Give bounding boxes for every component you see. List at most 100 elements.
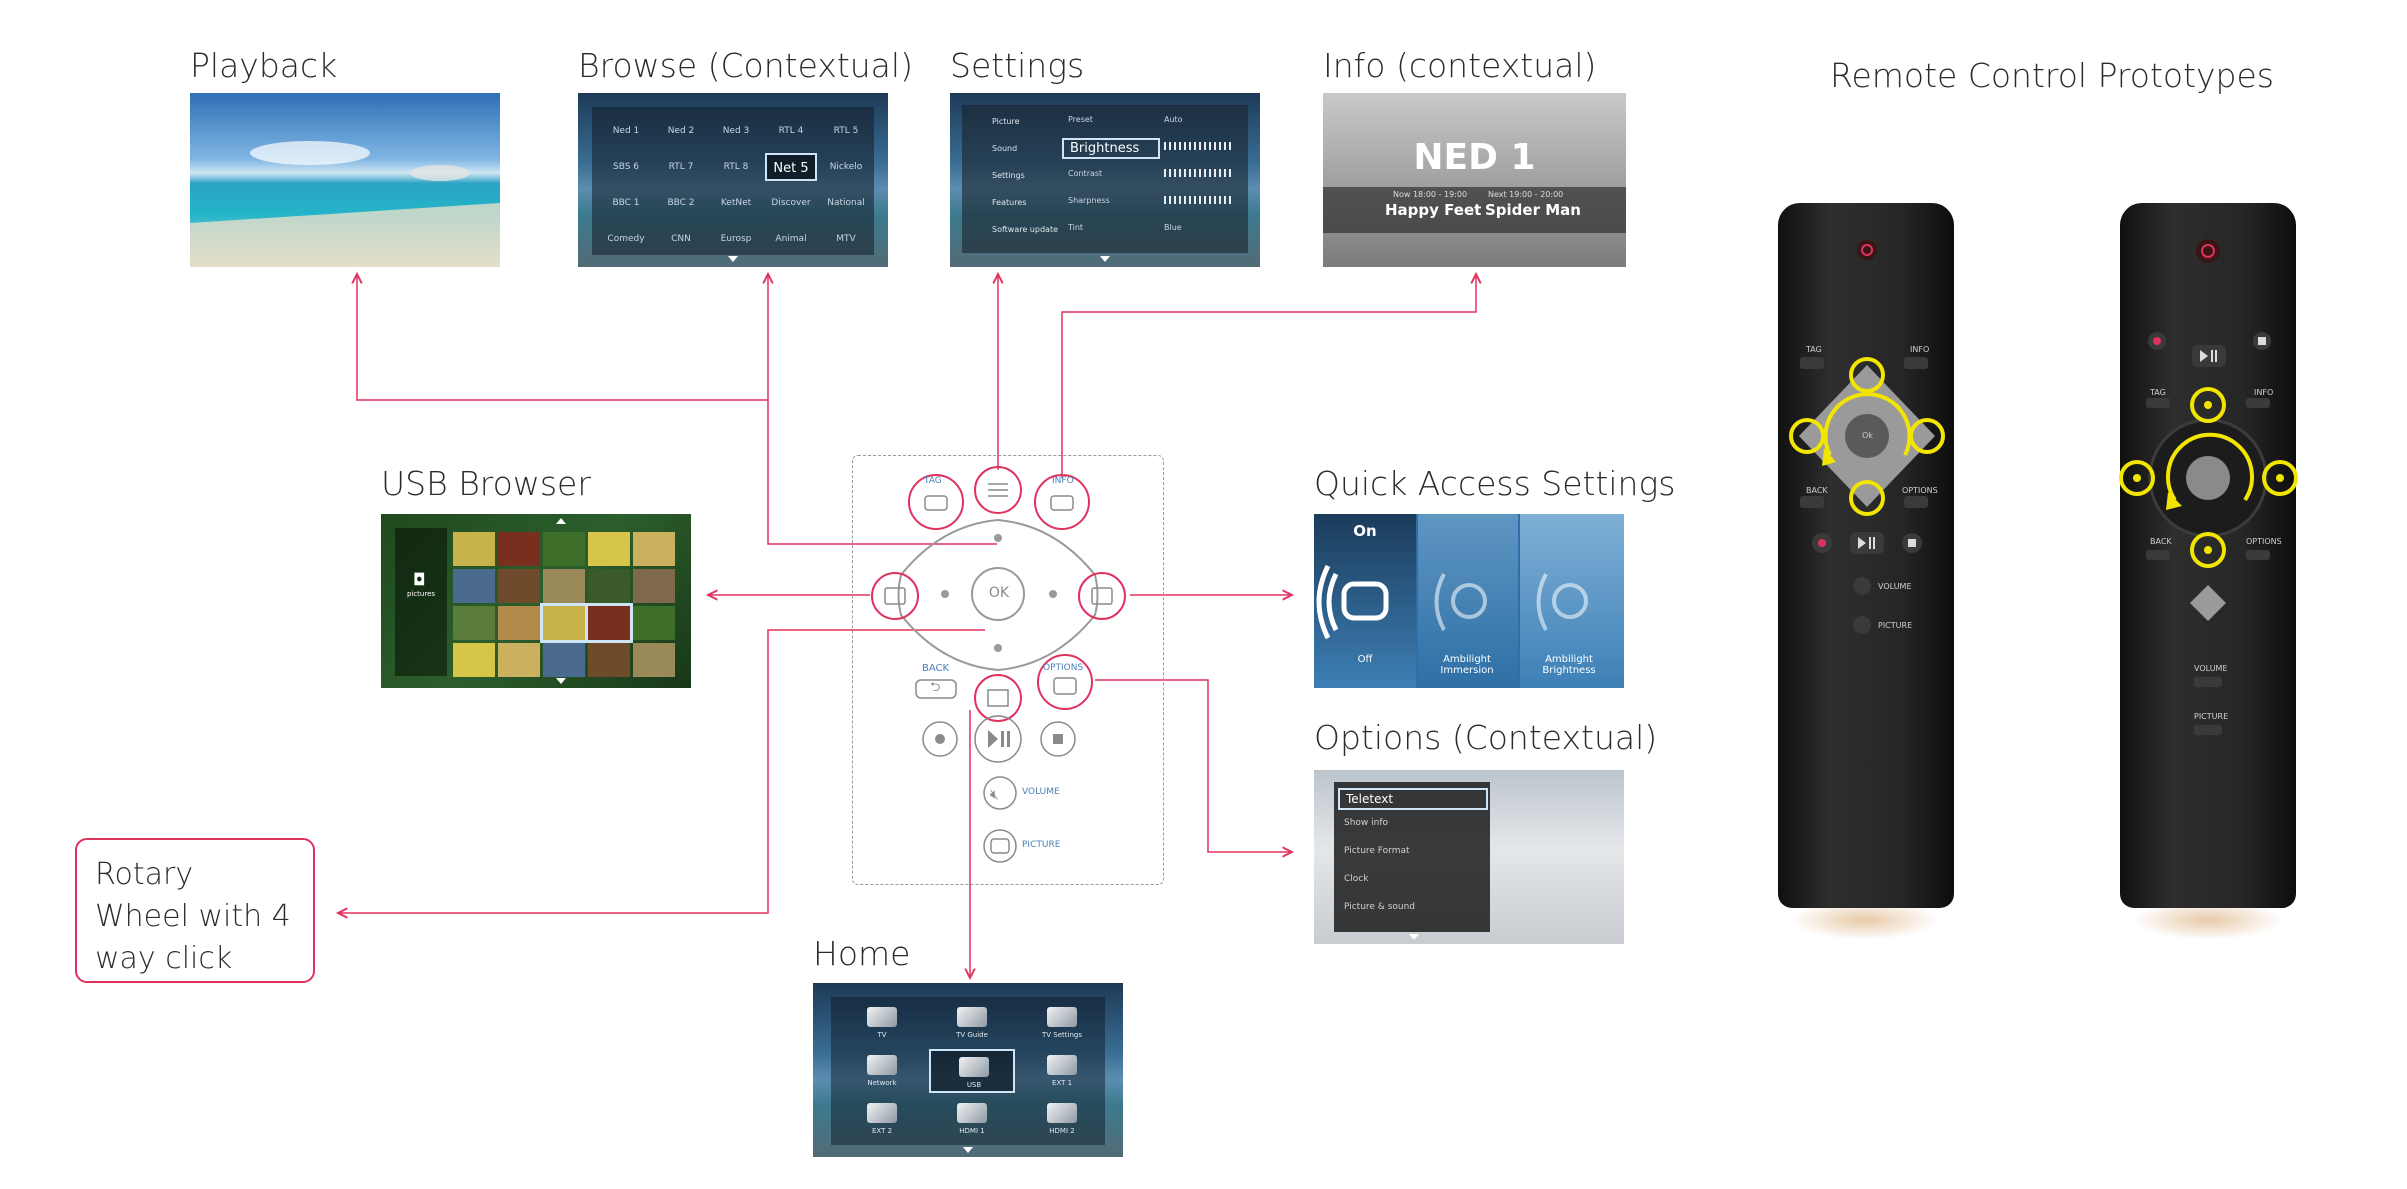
proto2-tag-label: TAG (2150, 388, 2166, 397)
option-item[interactable]: Show info (1344, 818, 1389, 828)
settings-value: Blue (1164, 223, 1182, 232)
proto1-tag-label: TAG (1806, 345, 1822, 354)
settings-category[interactable]: Picture (992, 117, 1020, 126)
settings-item[interactable]: Sharpness (1068, 196, 1110, 205)
proto1-info-label: INFO (1910, 345, 1930, 354)
browse-channel[interactable]: KetNet (720, 198, 752, 208)
settings-category[interactable]: Software update (992, 225, 1058, 234)
camera-icon: ◘ (413, 570, 426, 589)
info-now-show: Happy Feet (1385, 201, 1482, 219)
home-item-icon (1047, 1055, 1077, 1075)
settings-category[interactable]: Settings (992, 171, 1025, 180)
proto1-options-label: OPTIONS (1902, 486, 1938, 495)
usb-thumbnail[interactable] (633, 532, 675, 566)
home-item-label: HDMI 1 (959, 1127, 985, 1135)
usb-thumbnail[interactable] (543, 532, 585, 566)
home-item-icon (867, 1007, 897, 1027)
home-item-icon (957, 1007, 987, 1027)
usb-thumbnail[interactable] (588, 569, 630, 603)
settings-category[interactable]: Sound (992, 144, 1018, 153)
browse-channel[interactable]: Ned 2 (667, 126, 695, 136)
quick-tile-label[interactable]: Ambilight Brightness (1542, 654, 1596, 676)
browse-channel[interactable]: BBC 1 (612, 198, 640, 208)
home-item[interactable]: TV (839, 1001, 925, 1045)
info-now-label: Now 18:00 - 19:00 (1393, 190, 1468, 199)
proto1-back-label: BACK (1806, 486, 1828, 495)
browse-channel[interactable]: Animal (775, 234, 807, 244)
usb-thumbnail[interactable] (633, 569, 675, 603)
browse-channel[interactable]: Discover (771, 198, 811, 208)
option-item-selected[interactable]: Teletext (1338, 788, 1488, 810)
remote-volume-label: VOLUME (1022, 787, 1060, 797)
remote-ok-button[interactable]: OK (988, 585, 1010, 601)
beach-scene (190, 141, 500, 267)
browse-channel[interactable]: RTL 4 (778, 126, 804, 136)
quick-tile-label[interactable]: Off (1357, 654, 1373, 665)
settings-category[interactable]: Features (992, 198, 1027, 207)
option-item[interactable]: Picture & sound (1344, 902, 1416, 912)
settings-item[interactable]: Contrast (1068, 169, 1103, 178)
browse-channel[interactable]: Ned 1 (612, 126, 640, 136)
quick-state: On (1353, 522, 1377, 540)
home-item-label: TV (877, 1031, 887, 1039)
home-item-label: TV Settings (1041, 1031, 1082, 1039)
option-item[interactable]: Clock (1344, 874, 1369, 884)
browse-channel[interactable]: CNN (671, 234, 691, 244)
remotes-title: Remote Control Prototypes (1830, 56, 2274, 95)
settings-slider[interactable] (1164, 169, 1234, 177)
settings-item-selected[interactable]: Brightness (1062, 138, 1160, 159)
option-item[interactable]: Picture Format (1344, 846, 1410, 856)
options-title: Options (Contextual) (1314, 718, 1658, 757)
settings-value: Auto (1164, 115, 1183, 124)
browse-channel[interactable]: RTL 5 (833, 126, 859, 136)
home-title: Home (813, 934, 911, 973)
home-item-label: EXT 2 (871, 1127, 893, 1135)
usb-thumbnail[interactable] (453, 532, 495, 566)
browse-channel[interactable]: Comedy (607, 234, 645, 244)
home-item[interactable]: TV Settings (1019, 1001, 1105, 1045)
browse-channel[interactable]: National (827, 198, 865, 208)
dpad-left-dot (941, 590, 949, 598)
home-item[interactable]: EXT 1 (1019, 1049, 1105, 1093)
remote-picture-label: PICTURE (1022, 840, 1061, 850)
usb-thumbnail[interactable] (498, 532, 540, 566)
home-item-selected[interactable]: USB (929, 1049, 1015, 1093)
ambilight-icons (1316, 564, 1588, 640)
settings-title: Settings (950, 46, 1085, 85)
quick-tile-label[interactable]: Ambilight Immersion (1440, 654, 1494, 676)
home-item-icon (957, 1103, 987, 1123)
remote-options-label: OPTIONS (1043, 663, 1084, 673)
info-title: Info (contextual) (1323, 46, 1597, 85)
browse-channel[interactable]: Nickelo (829, 162, 863, 172)
info-next-label: Next 19:00 - 20:00 (1488, 190, 1564, 199)
usb-thumbnail[interactable] (453, 569, 495, 603)
browse-channel[interactable]: RTL 8 (723, 162, 749, 172)
settings-slider[interactable] (1164, 142, 1234, 150)
browse-channel[interactable]: MTV (836, 234, 856, 244)
browse-channel-selected[interactable]: Net 5 (765, 153, 817, 181)
browse-channel[interactable]: SBS 6 (612, 162, 640, 172)
home-item[interactable]: Network (839, 1049, 925, 1093)
usb-thumbnail[interactable] (588, 532, 630, 566)
browse-channel[interactable]: Eurosp (720, 234, 752, 244)
settings-item[interactable]: Tint (1068, 223, 1084, 232)
home-item[interactable]: TV Guide (929, 1001, 1015, 1045)
home-item[interactable]: EXT 2 (839, 1097, 925, 1141)
dpad-right-dot (1049, 590, 1057, 598)
proto2-info-label: INFO (2254, 388, 2274, 397)
home-item[interactable]: HDMI 2 (1019, 1097, 1105, 1141)
back-arrow-icon: ⮌ (930, 680, 941, 695)
browse-title: Browse (Contextual) (578, 46, 913, 85)
settings-slider[interactable] (1164, 196, 1234, 204)
browse-channel[interactable]: BBC 2 (667, 198, 695, 208)
browse-channel[interactable]: Ned 3 (722, 126, 750, 136)
browse-channel[interactable]: RTL 7 (668, 162, 694, 172)
usb-thumbnail[interactable] (543, 569, 585, 603)
mute-icon: 🔇︎ (990, 787, 999, 803)
usb-thumbnail[interactable] (498, 569, 540, 603)
home-item[interactable]: HDMI 1 (929, 1097, 1015, 1141)
home-item-label: EXT 1 (1051, 1079, 1073, 1087)
settings-item[interactable]: Preset (1068, 115, 1093, 124)
